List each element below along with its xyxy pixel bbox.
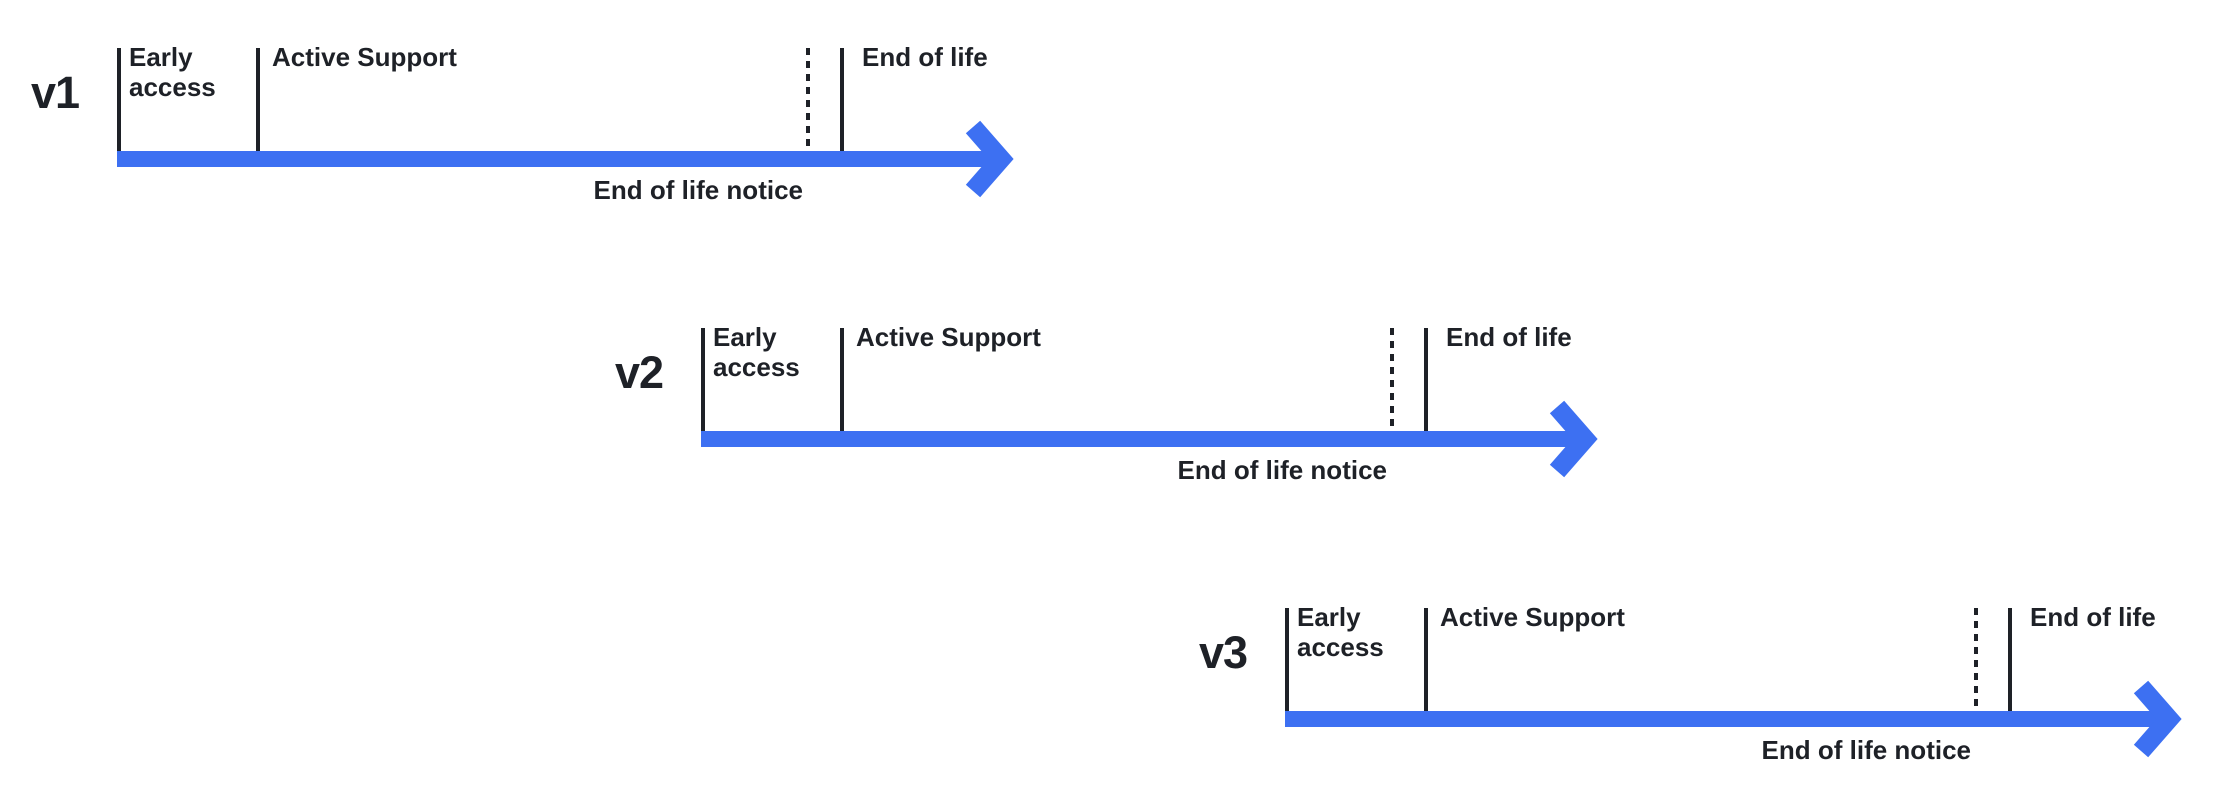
arrow-head <box>1549 400 1598 478</box>
timeline-arrow-graphic <box>117 48 1014 198</box>
arrow-head <box>2133 680 2182 758</box>
end-of-life-label: End of life <box>862 42 988 72</box>
active-support-label: Active Support <box>856 322 1041 352</box>
early-access-label: Early access <box>713 322 800 382</box>
end-of-life-notice-label: End of life notice <box>593 175 803 205</box>
timeline-bar <box>701 431 1573 447</box>
active-support-label: Active Support <box>272 42 457 72</box>
end-of-life-notice-label: End of life notice <box>1177 455 1387 485</box>
timeline-bar <box>1285 711 2157 727</box>
version-label: v1 <box>30 67 80 118</box>
end-of-life-label: End of life <box>2030 602 2156 632</box>
timeline-row-v3: v3 Early access Active Support End of li… <box>1199 602 2205 778</box>
timeline-arrow-graphic <box>701 328 1598 478</box>
timeline-arrow-graphic <box>1285 608 2182 758</box>
early-access-label: Early access <box>129 42 216 102</box>
timeline-row-v1: v1 Early access Active Support End of li… <box>31 42 1037 218</box>
version-label: v2 <box>614 347 664 398</box>
early-access-label: Early access <box>1297 602 1384 662</box>
timeline-bar <box>117 151 989 167</box>
timeline-row-v2: v2 Early access Active Support End of li… <box>615 322 1621 498</box>
end-of-life-notice-label: End of life notice <box>1761 735 1971 765</box>
active-support-label: Active Support <box>1440 602 1625 632</box>
arrow-head <box>965 120 1014 198</box>
version-label: v3 <box>1198 627 1248 678</box>
end-of-life-label: End of life <box>1446 322 1572 352</box>
